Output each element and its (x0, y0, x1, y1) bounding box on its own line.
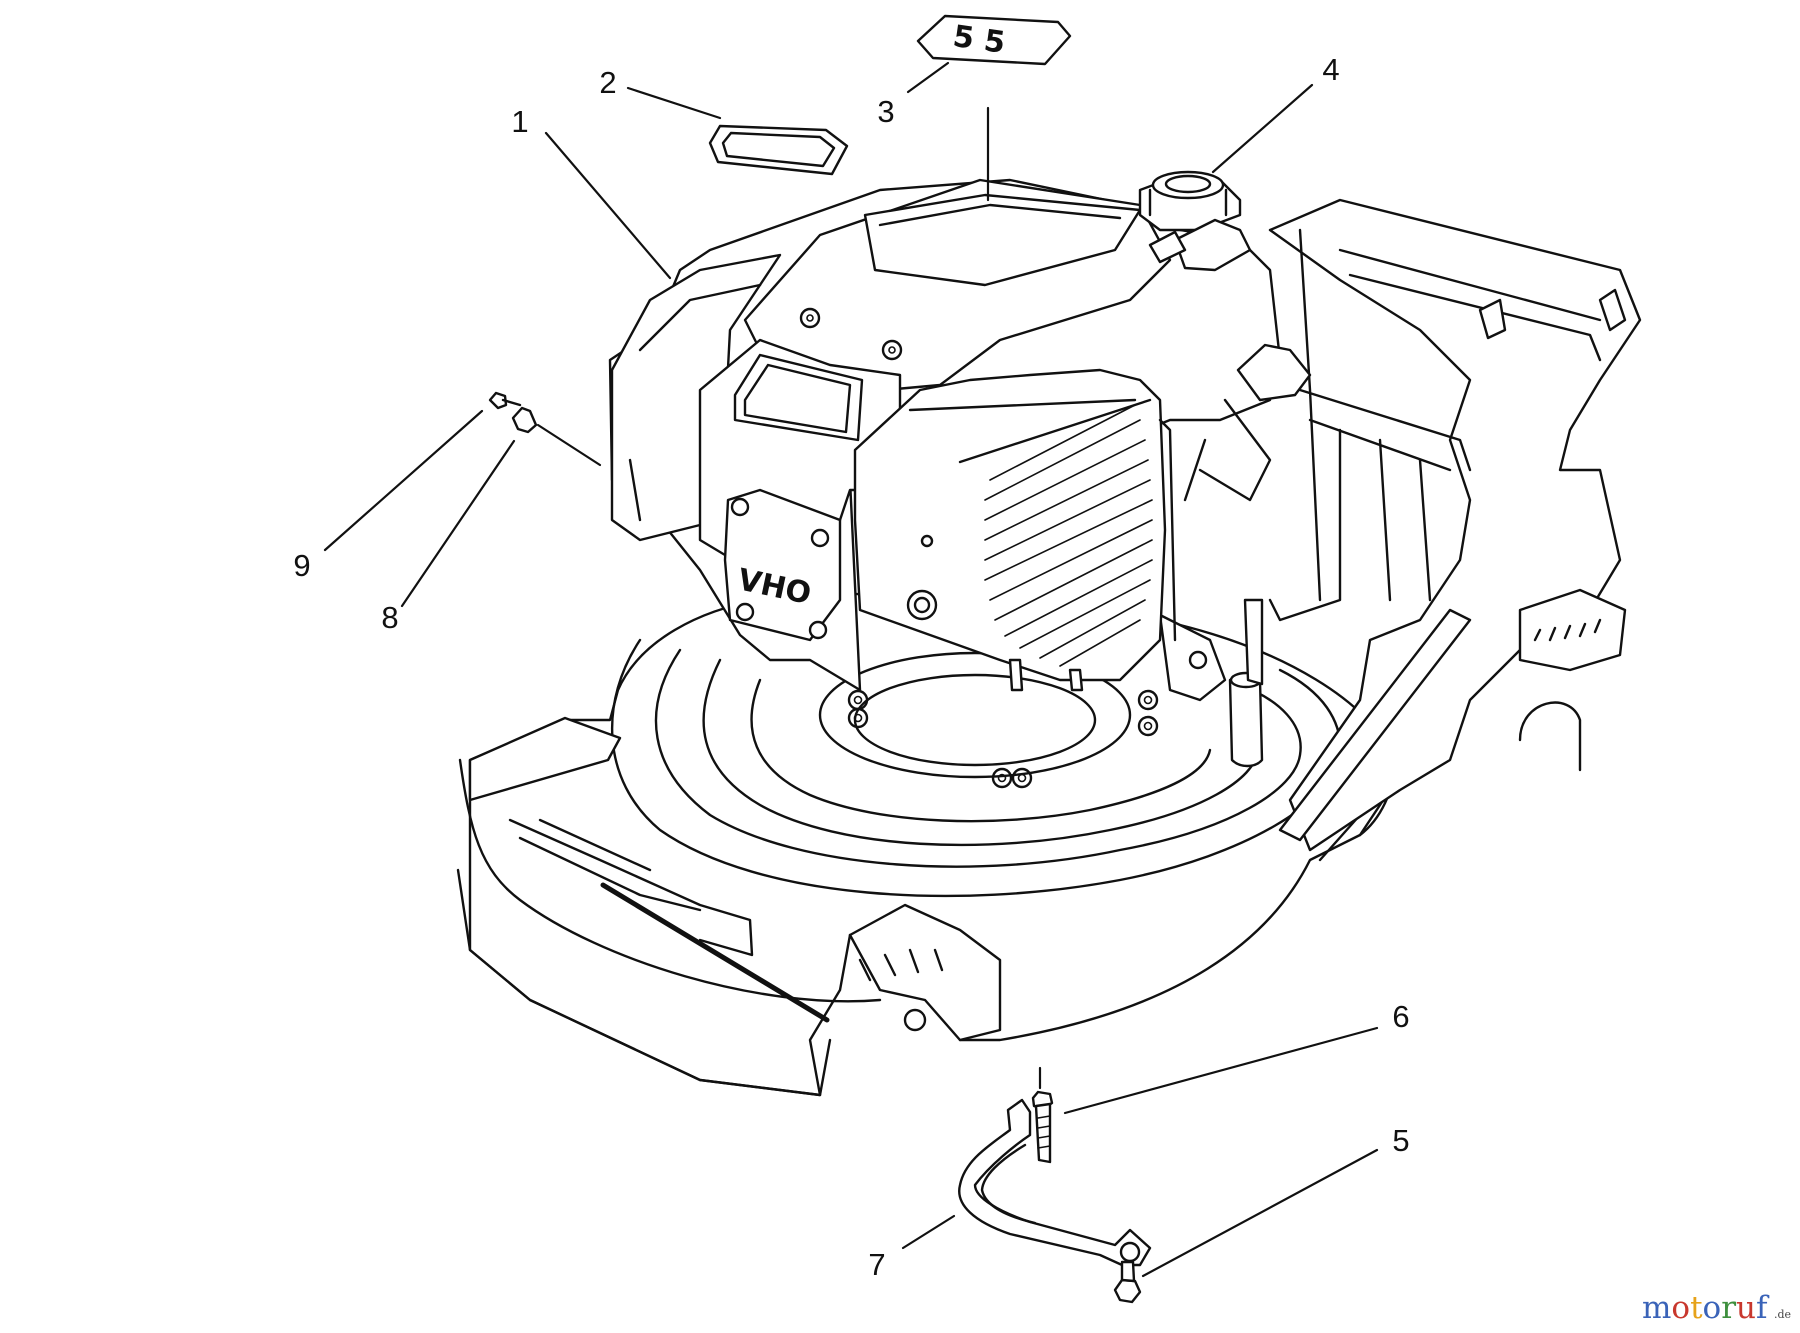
part-3-decal: 5 5 (916, 14, 1072, 66)
watermark-letter: o (1703, 1290, 1722, 1326)
watermark-letter: f (1756, 1290, 1770, 1326)
watermark-logo: motoruf (1642, 1290, 1770, 1326)
leader-lines (323, 61, 1379, 1278)
part-6-bolt (1031, 1090, 1054, 1164)
callout-9: 9 (293, 548, 310, 583)
engine-mount-bolts (847, 689, 1159, 789)
callout-5: 5 (1392, 1123, 1409, 1158)
part-7-bracket (958, 1098, 1152, 1267)
part-5-bolt (1113, 1260, 1142, 1304)
part-9-screw (488, 391, 522, 410)
rear-discharge-housing (1243, 198, 1642, 852)
callout-4: 4 (1322, 52, 1339, 87)
mower-deck (456, 592, 1462, 1097)
callout-6: 6 (1392, 999, 1409, 1034)
callout-1: 1 (511, 104, 528, 139)
callout-labels: 1 2 3 4 5 6 7 8 9 (293, 52, 1409, 1282)
callout-8: 8 (381, 600, 398, 635)
callout-3: 3 (877, 94, 894, 129)
decal-text: 5 5 (951, 19, 1008, 61)
callout-2: 2 (599, 65, 616, 100)
watermark-letter: m (1642, 1290, 1671, 1326)
engine-assembly: OHV (608, 170, 1312, 692)
part-8-clip (511, 406, 538, 434)
watermark-letter: t (1690, 1290, 1703, 1326)
callout-7: 7 (868, 1247, 885, 1282)
watermark-letter: r (1721, 1290, 1736, 1326)
part-2-gasket (708, 124, 849, 176)
watermark-suffix: .de (1774, 1308, 1791, 1321)
watermark-letter: u (1736, 1290, 1756, 1326)
motoruf-watermark: motoruf .de (1642, 1290, 1791, 1326)
muffler-guard-slots (984, 404, 1153, 667)
watermark-letter: o (1671, 1290, 1690, 1326)
